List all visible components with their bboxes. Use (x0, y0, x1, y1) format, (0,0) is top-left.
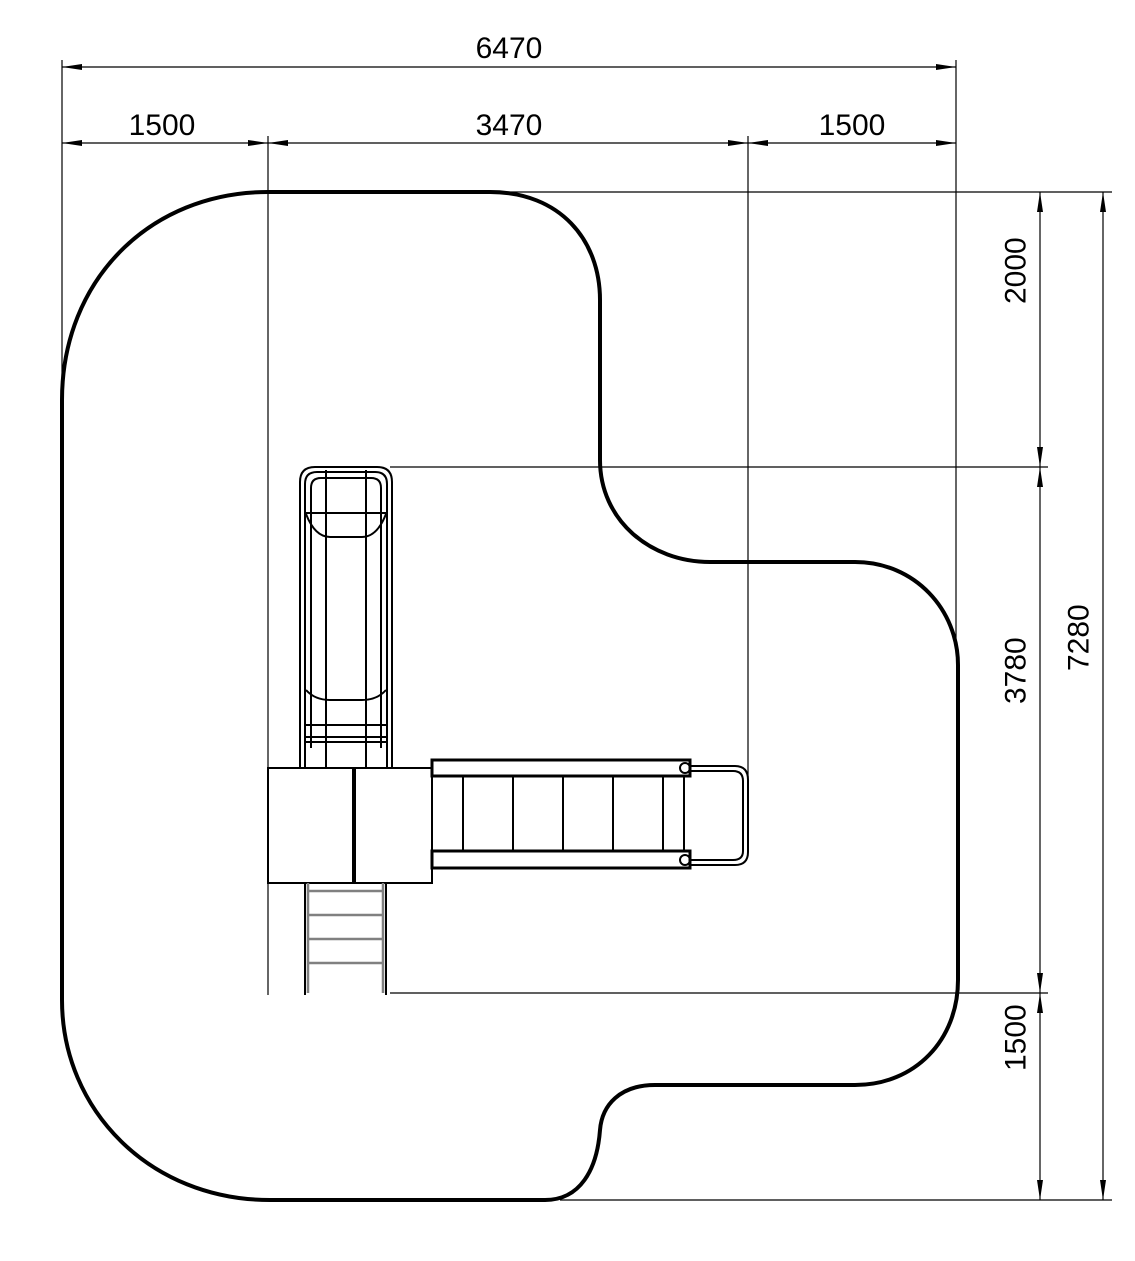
dim-right-clearance: 1500 (819, 109, 886, 142)
play-equipment (267, 466, 749, 995)
dim-equipment-width: 3470 (476, 109, 543, 142)
dim-top-clearance: 2000 (1000, 237, 1033, 304)
dim-left-clearance: 1500 (129, 109, 196, 142)
ladder (304, 883, 387, 995)
dimension-lines (62, 64, 1106, 1200)
dim-equipment-depth: 3780 (1000, 637, 1033, 704)
bridge (430, 758, 749, 870)
dim-overall-depth: 7280 (1063, 604, 1096, 671)
extension-lines (61, 60, 1112, 1201)
dim-overall-width: 6470 (476, 32, 543, 65)
dim-bottom-clearance: 1500 (1000, 1004, 1033, 1071)
platforms (267, 767, 433, 884)
slide (299, 466, 393, 768)
safety-zone-boundary (60, 190, 960, 1202)
